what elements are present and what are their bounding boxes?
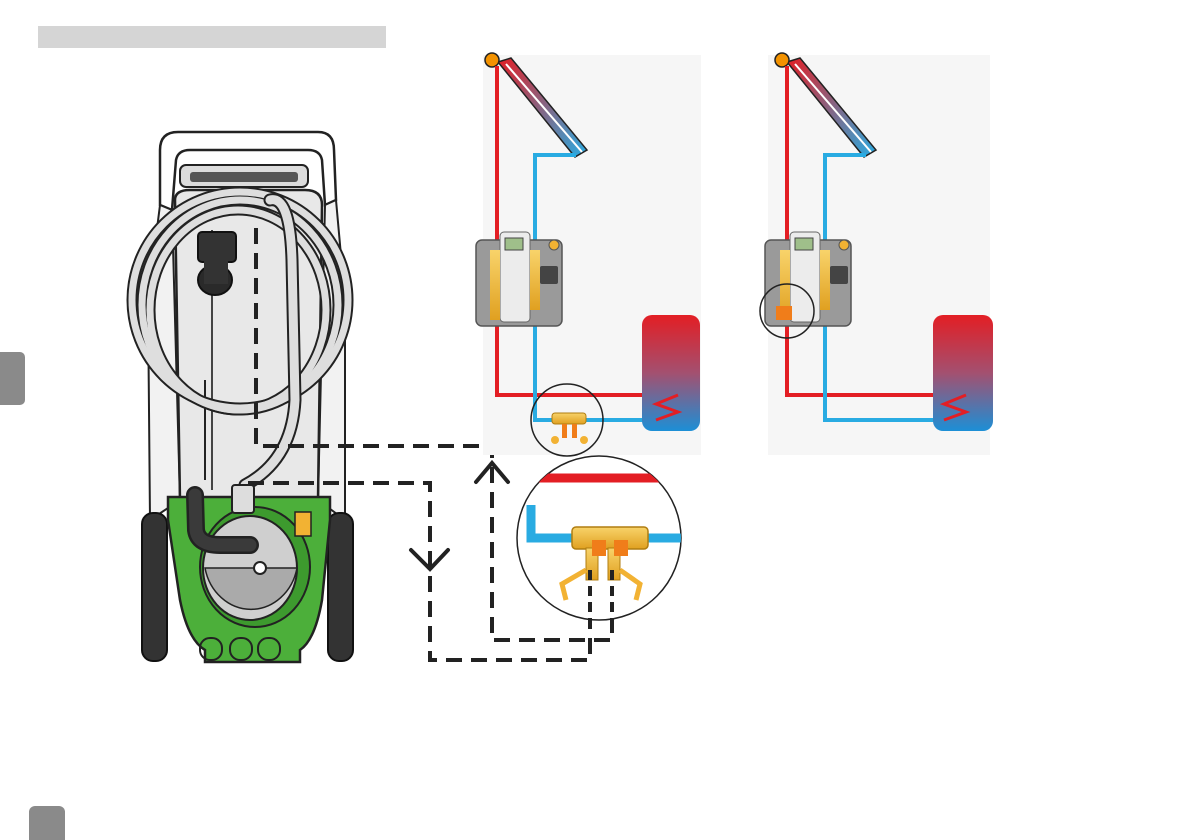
right-wheel	[328, 513, 353, 661]
solar-system-1	[476, 53, 701, 456]
storage-tank	[642, 315, 700, 431]
solar-system-2	[760, 53, 993, 455]
pump-station	[476, 232, 562, 326]
collector-sensor-icon-2	[775, 53, 789, 67]
storage-tank-2	[933, 315, 993, 431]
left-wheel	[142, 513, 167, 661]
valve-detail-magnifier	[517, 456, 690, 620]
pump-station-2	[765, 232, 851, 326]
collector-sensor-icon	[485, 53, 499, 67]
flushing-cart-icon	[132, 132, 353, 662]
